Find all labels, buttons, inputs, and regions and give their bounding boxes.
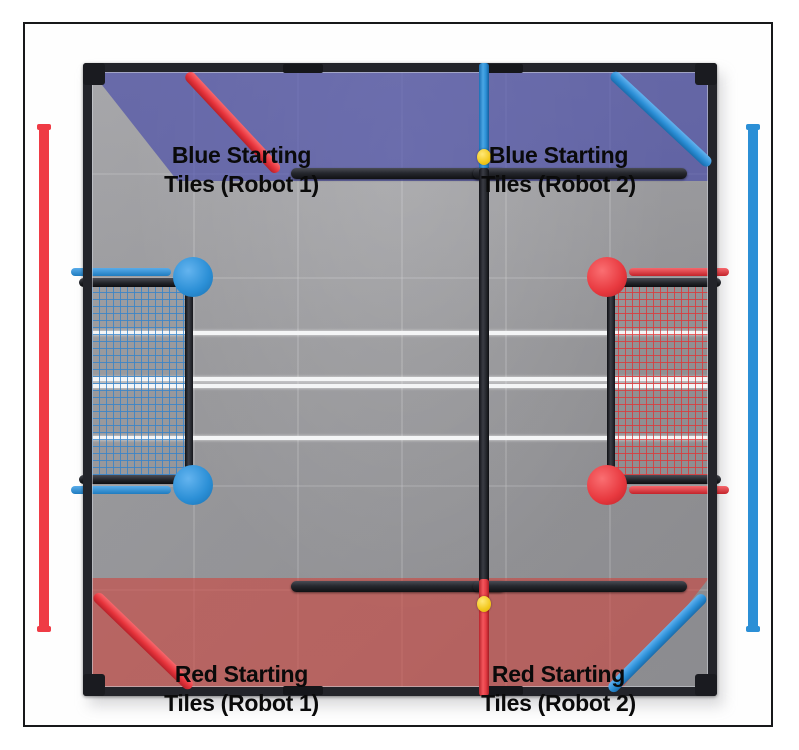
blue-goal-rail-bottom <box>79 475 185 484</box>
red-wall-stake[interactable] <box>479 579 489 696</box>
blue-goal-disc-bottom[interactable] <box>173 465 213 505</box>
red-goal-rail-bottom <box>615 475 721 484</box>
white-tape-line-4 <box>91 436 709 440</box>
red-net <box>611 285 715 477</box>
bottom-crossbar-right <box>473 581 687 592</box>
top-crossbar-left <box>291 168 505 179</box>
blue-goal-arm-top <box>71 268 171 276</box>
perimeter-bracket-top-left <box>283 64 323 73</box>
white-tape-line-3 <box>91 384 709 388</box>
perimeter-corner-bottom-right <box>695 674 717 696</box>
red-starting-tiles-zone <box>91 578 709 688</box>
red-goal-rail-vertical <box>607 281 615 481</box>
perimeter-corner-top-left <box>83 63 105 85</box>
competition-field: Blue Starting Tiles (Robot 1) Blue Start… <box>71 63 729 716</box>
blue-alliance-side-bar <box>746 124 760 632</box>
perimeter-bracket-top-right <box>483 64 523 73</box>
perimeter-corner-bottom-left <box>83 674 105 696</box>
red-goal-arm-top <box>629 268 729 276</box>
perimeter-corner-top-right <box>695 63 717 85</box>
white-tape-line-2 <box>91 377 709 381</box>
bottom-crossbar-left <box>291 581 505 592</box>
blue-goal[interactable] <box>71 257 213 505</box>
red-alliance-side-bar <box>37 124 51 632</box>
yellow-alignment-dot-bottom <box>477 596 491 612</box>
white-tape-line-1 <box>91 331 709 335</box>
perimeter-bracket-bottom-left <box>283 686 323 695</box>
blue-net <box>85 285 189 477</box>
blue-goal-rail-top <box>79 278 185 287</box>
red-goal-disc-bottom[interactable] <box>587 465 627 505</box>
perimeter-bracket-bottom-right <box>483 686 523 695</box>
red-goal-arm-bottom <box>629 486 729 494</box>
red-goal-disc-top[interactable] <box>587 257 627 297</box>
center-pole-lower <box>479 363 489 588</box>
field-perimeter <box>83 63 717 696</box>
center-pole-upper <box>479 168 489 468</box>
blue-wall-stake[interactable] <box>479 63 489 181</box>
red-goal-rail-top <box>615 278 721 287</box>
top-crossbar-right <box>473 168 687 179</box>
blue-goal-arm-bottom <box>71 486 171 494</box>
yellow-alignment-dot-top <box>477 149 491 165</box>
blue-goal-disc-top[interactable] <box>173 257 213 297</box>
red-goal[interactable] <box>587 257 729 505</box>
blue-goal-rail-vertical <box>185 281 193 481</box>
